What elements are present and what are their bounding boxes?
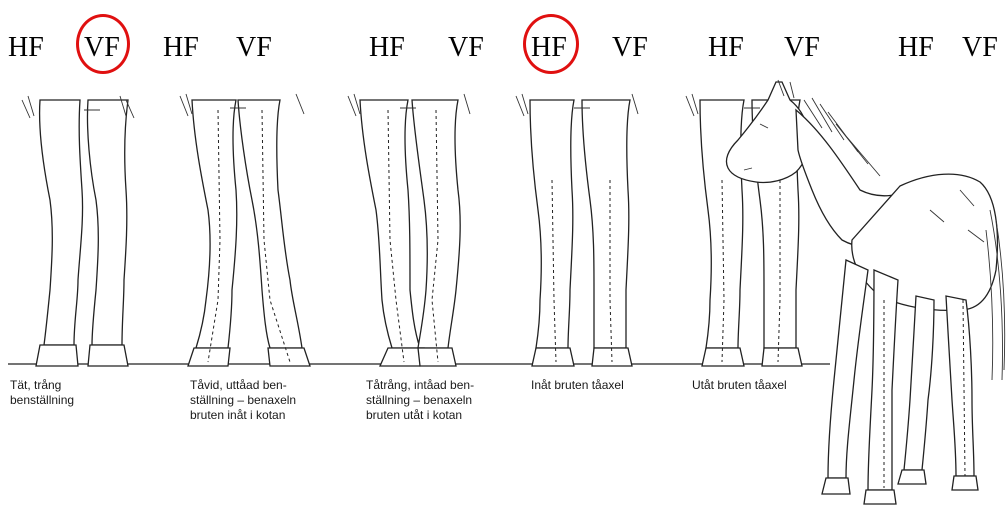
label-vf-3: VF: [448, 34, 484, 62]
leg-right-4: [582, 100, 630, 348]
label-vf-6: VF: [962, 34, 998, 62]
hoof-5a: [702, 348, 744, 366]
leg-pair-4: [516, 94, 638, 366]
leg-right-1: [87, 100, 128, 345]
caption-4: Inåt bruten tåaxel: [531, 378, 624, 393]
highlight-circle-hf: [523, 14, 579, 74]
label-hf-3: HF: [369, 34, 405, 62]
leg-left-1: [40, 100, 83, 345]
caption-1: Tät, trång benställning: [10, 378, 74, 408]
label-hf-6: HF: [898, 34, 934, 62]
hoof-1b: [88, 345, 128, 366]
leg-pair-2: [180, 94, 310, 366]
label-hf-5: HF: [708, 34, 744, 62]
caption-2: Tåvid, uttåad ben- ställning – benaxeln …: [190, 378, 296, 423]
highlight-circle-vf: [76, 14, 130, 74]
label-hf-2: HF: [163, 34, 199, 62]
leg-pair-3: [348, 94, 470, 366]
horse-leg-4: [946, 296, 974, 476]
horse-leg-2: [868, 270, 898, 490]
horse-leg-3: [904, 296, 934, 470]
caption-5: Utåt bruten tåaxel: [692, 378, 787, 393]
hoof-2b: [268, 348, 310, 366]
leg-left-2: [192, 100, 237, 348]
leg-right-2: [238, 100, 302, 348]
caption-3: Tåtrång, intåad ben- ställning – benaxel…: [366, 378, 474, 423]
label-vf-5: VF: [784, 34, 820, 62]
label-hf-1: HF: [8, 34, 44, 62]
horse-leg-1: [828, 260, 868, 478]
hoof-3a: [380, 348, 424, 366]
leg-left-5: [700, 100, 744, 348]
label-vf-2: VF: [236, 34, 272, 62]
leg-pair-1: [22, 96, 134, 366]
label-vf-4: VF: [612, 34, 648, 62]
leg-right-3: [412, 100, 460, 348]
hoof-1a: [36, 345, 78, 366]
hoof-4a: [532, 348, 574, 366]
leg-left-4: [530, 100, 574, 348]
hoof-5b: [762, 348, 802, 366]
